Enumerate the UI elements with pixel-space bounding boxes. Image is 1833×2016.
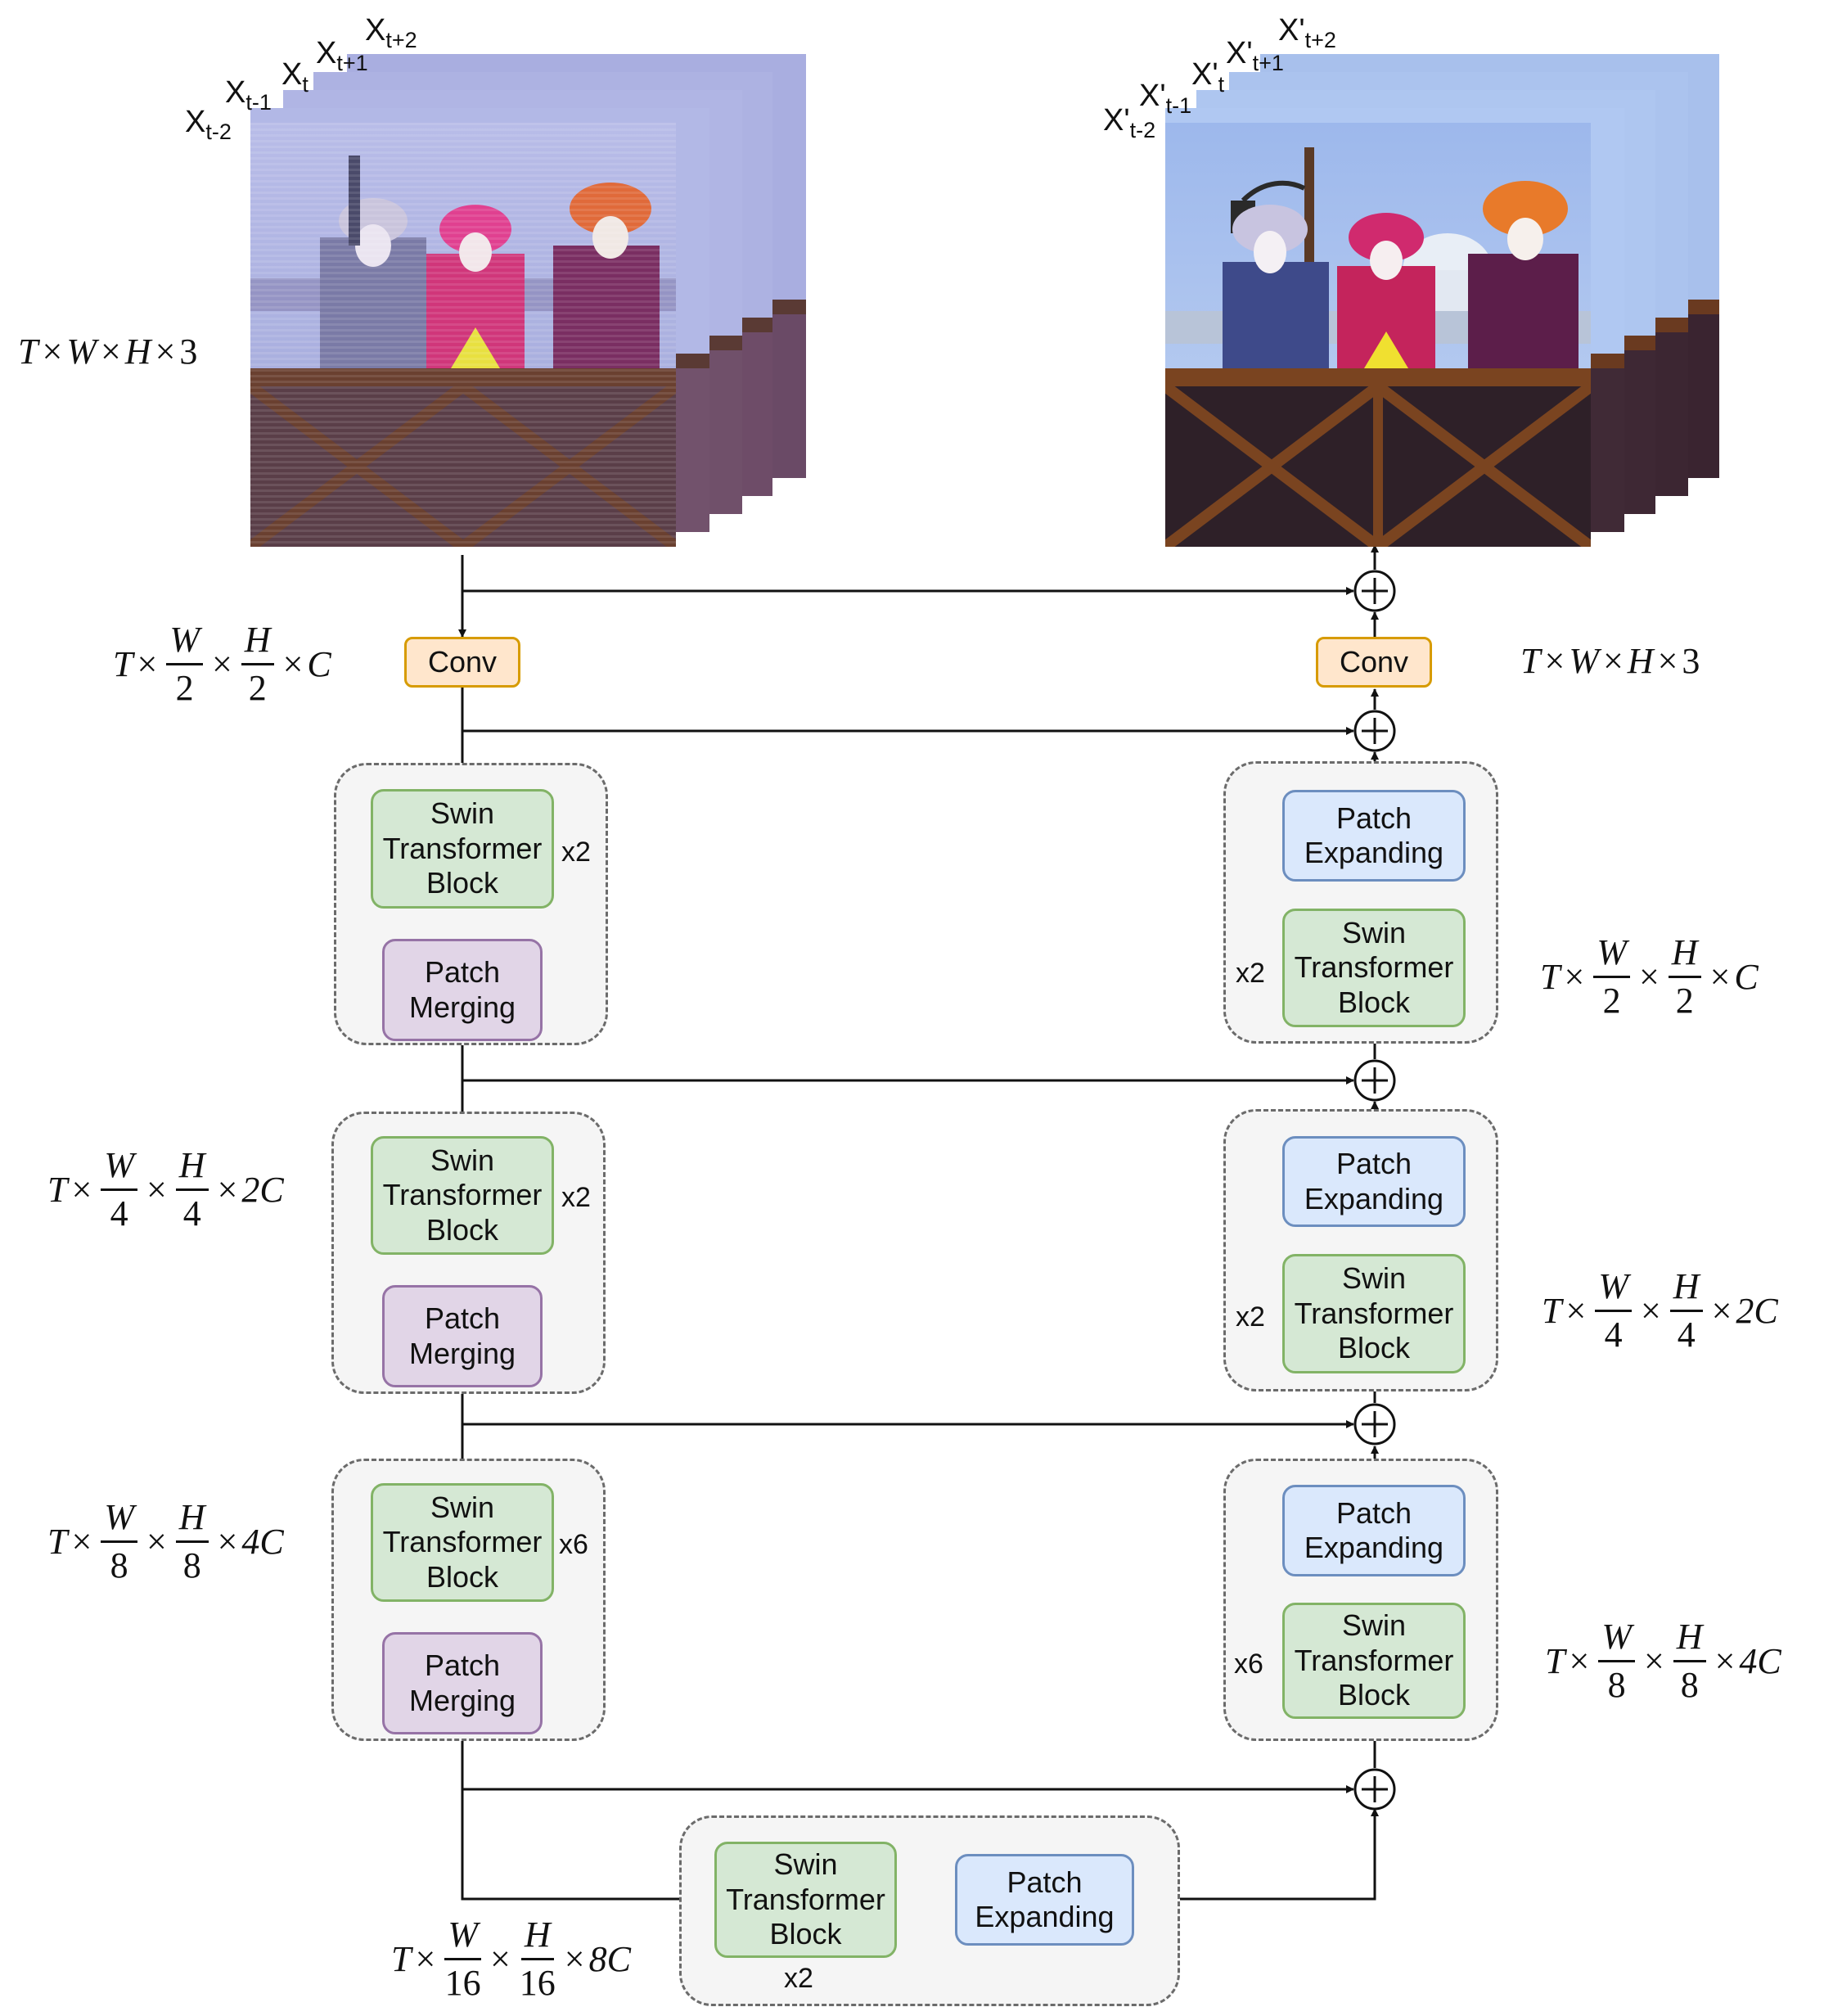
decoder3-patch-expanding[interactable]: Patch Expanding: [1282, 1485, 1466, 1576]
dim-input: T×W×H×3: [18, 331, 198, 372]
bottleneck-patch-expanding[interactable]: Patch Expanding: [955, 1854, 1134, 1946]
input-label-t+1: Xt+1: [316, 36, 368, 75]
encoder1-repeat: x2: [561, 837, 591, 868]
input-label-t+2: Xt+2: [365, 13, 417, 52]
encoder2-swin-block[interactable]: Swin Transformer Block: [371, 1136, 554, 1255]
sum-node-2-icon: [1353, 1059, 1396, 1102]
input-label-t-1: Xt-1: [225, 75, 272, 115]
encoder1-patch-merging[interactable]: Patch Merging: [382, 939, 543, 1041]
sum-node-4-icon: [1353, 1768, 1396, 1811]
bottleneck-swin-block[interactable]: Swin Transformer Block: [714, 1842, 897, 1958]
encoder2-repeat: x2: [561, 1182, 591, 1213]
sum-node-3-icon: [1353, 1403, 1396, 1445]
bottleneck-to-decoder-arrow: [1134, 1808, 1379, 1901]
decoder2-swin-block[interactable]: Swin Transformer Block: [1282, 1254, 1466, 1373]
sum-node-0-icon: [1353, 570, 1396, 612]
decoder2-patch-expanding[interactable]: Patch Expanding: [1282, 1136, 1466, 1227]
encoder3-repeat: x6: [559, 1529, 588, 1560]
encoder1-swin-block[interactable]: Swin Transformer Block: [371, 789, 554, 909]
dim-conv-decoder: T×W×H×3: [1520, 641, 1700, 681]
decoder3-repeat: x6: [1234, 1648, 1263, 1680]
output-frame-t-2: [1165, 123, 1591, 547]
enc3-to-bottleneck-arrow: [461, 1734, 715, 1903]
decoder1-repeat: x2: [1236, 958, 1265, 989]
input-label-t-2: Xt-2: [185, 105, 232, 144]
output-label-t+2: X't+2: [1278, 13, 1336, 52]
output-label-t+1: X't+1: [1226, 36, 1284, 75]
decoder1-patch-expanding[interactable]: Patch Expanding: [1282, 790, 1466, 882]
encoder3-patch-merging[interactable]: Patch Merging: [382, 1632, 543, 1734]
output-label-t-1: X't-1: [1139, 79, 1192, 118]
output-label-t: X't: [1191, 57, 1225, 97]
encoder3-swin-block[interactable]: Swin Transformer Block: [371, 1483, 554, 1602]
decoder1-swin-block[interactable]: Swin Transformer Block: [1282, 909, 1466, 1027]
sum-node-1-icon: [1353, 710, 1396, 752]
decoder2-repeat: x2: [1236, 1301, 1265, 1333]
encoder-conv[interactable]: Conv: [404, 637, 520, 688]
input-frame-t-2: [250, 123, 676, 547]
input-label-t: Xt: [281, 57, 309, 97]
encoder2-patch-merging[interactable]: Patch Merging: [382, 1285, 543, 1387]
decoder3-swin-block[interactable]: Swin Transformer Block: [1282, 1603, 1466, 1719]
output-label-t-2: X't-2: [1103, 103, 1156, 142]
decoder-conv[interactable]: Conv: [1316, 637, 1432, 688]
bottleneck-repeat: x2: [784, 1963, 813, 1994]
